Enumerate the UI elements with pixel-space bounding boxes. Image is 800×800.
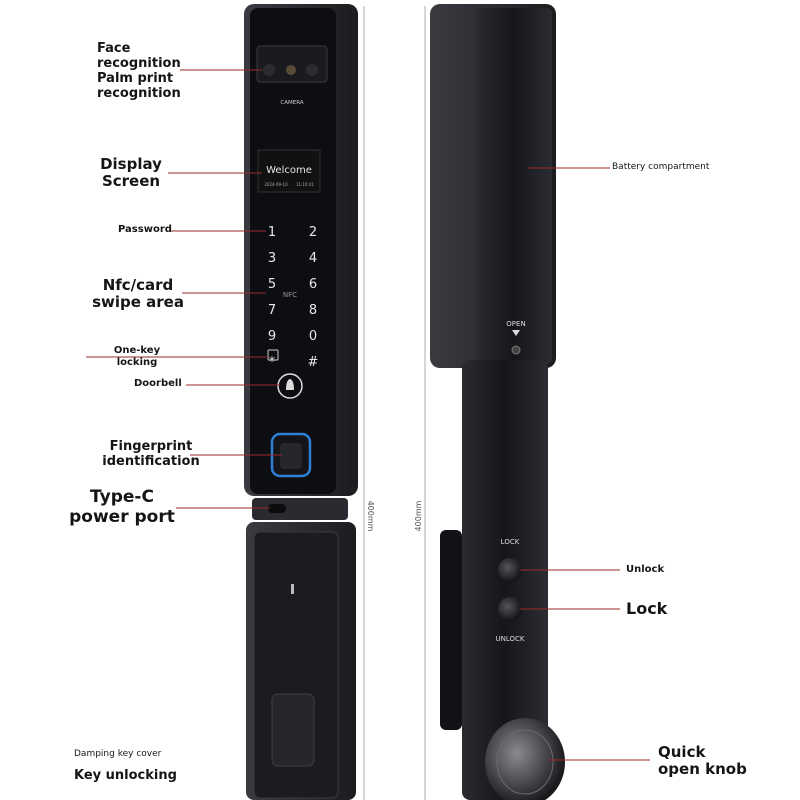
camera-label: CAMERA [280, 100, 303, 106]
nfc-tag: NFC [283, 291, 297, 299]
keypad: 1 2 3 4 5 6 7 8 9 0 * # [268, 225, 319, 370]
screen-date: 2024-09-10 [264, 182, 288, 187]
label-one-key: One-key locking [113, 345, 161, 368]
keypad-key: 9 [268, 329, 276, 344]
unlock-button [498, 558, 522, 582]
lock-label: LOCK [501, 538, 520, 546]
front-panel: CAMERA Welcome 2024-09-10 11:10:41 1 2 3 4 5… [244, 4, 358, 800]
leader-lines [86, 69, 650, 761]
quick-open-knob [485, 718, 565, 800]
keypad-key: 4 [309, 251, 317, 266]
label-battery: Battery compartment [612, 162, 710, 172]
keypad-key: 7 [268, 303, 276, 318]
label-damping: Damping key cover [74, 749, 162, 759]
doorbell-button [277, 373, 303, 399]
label-display-screen: Display Screen [100, 155, 162, 191]
keypad-key: 8 [309, 303, 317, 318]
keypad-key: * [269, 355, 276, 370]
label-key-unlocking: Key unlocking [74, 768, 177, 783]
label-nfc: Nfc/card swipe area [92, 276, 184, 312]
label-doorbell: Doorbell [134, 378, 182, 389]
type-c-port [268, 504, 286, 513]
one-key-lock-icon [267, 349, 279, 361]
label-typec: Type-C power port [69, 487, 175, 527]
lock-button [498, 597, 522, 621]
keypad-key: 3 [268, 251, 276, 266]
dimension-front: 400mm [366, 501, 375, 532]
dimension-lines [363, 6, 426, 800]
keypad-key: 1 [268, 225, 276, 240]
bell-icon [286, 379, 294, 390]
screen-time: 11:10:41 [296, 182, 314, 187]
label-face-palm: Face recognition Palm print recognition [97, 41, 181, 101]
label-quick-knob: Quick open knob [658, 743, 747, 779]
label-password: Password [118, 224, 172, 235]
open-label: OPEN [506, 320, 525, 328]
keypad-key: 6 [309, 277, 317, 292]
damping-key-cover [271, 693, 315, 767]
dimension-side: 400mm [414, 500, 423, 531]
side-panel: OPEN LOCK UNLOCK [430, 4, 565, 800]
keypad-key: 5 [268, 277, 276, 292]
label-fingerprint: Fingerprint identification [102, 439, 200, 469]
keypad-key: 2 [309, 225, 317, 240]
screen-welcome-text: Welcome [266, 165, 312, 176]
label-lock: Lock [626, 599, 668, 618]
keypad-key: 0 [309, 329, 317, 344]
unlock-label: UNLOCK [496, 635, 525, 643]
label-unlock: Unlock [626, 564, 665, 575]
keypad-key: # [308, 355, 319, 370]
